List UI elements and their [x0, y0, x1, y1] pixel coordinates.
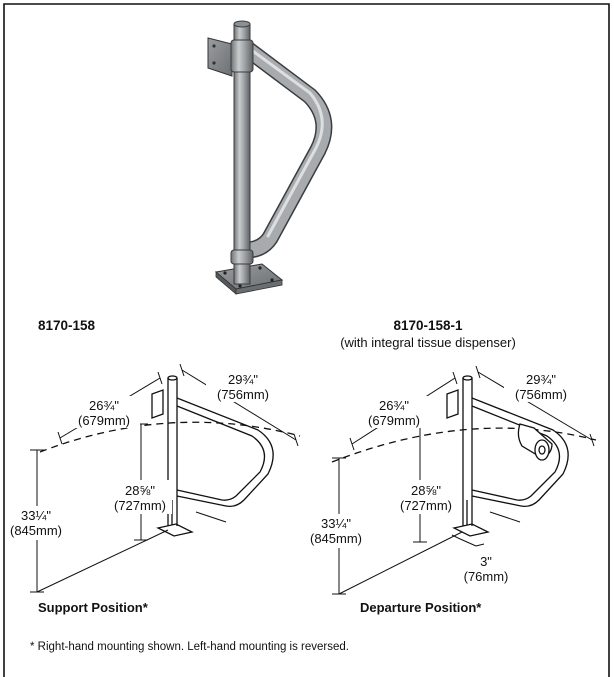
left-dim-overall-mm: (845mm): [10, 523, 62, 538]
right-dim-overall-in: 33¼": [321, 516, 351, 531]
right-line-drawing: [331, 375, 597, 537]
right-caption: Departure Position*: [360, 600, 482, 615]
right-dim-height-mm: (727mm): [400, 498, 452, 513]
left-model-number: 8170-158: [38, 318, 96, 333]
left-dim-length-in: 29¾": [228, 372, 258, 387]
page-border: [3, 3, 610, 677]
right-dim-length-mm: (756mm): [515, 387, 567, 402]
right-dim-offset-mm: (76mm): [464, 569, 509, 584]
right-model-number: 8170-158-1: [393, 318, 463, 333]
left-dim-height-in: 28⅝": [125, 483, 155, 498]
right-dim-length-in: 29¾": [526, 372, 556, 387]
left-dim-length-mm: (756mm): [217, 387, 269, 402]
left-dim-height-mm: (727mm): [114, 498, 166, 513]
left-caption: Support Position*: [38, 600, 149, 615]
right-dimension-labels: 26¾" (679mm) 29¾" (756mm) 28⅝" (727mm) 3…: [304, 370, 578, 584]
left-dim-depth-mm: (679mm): [78, 413, 130, 428]
right-dim-offset-in: 3": [480, 554, 492, 569]
right-model-subtitle: (with integral tissue dispenser): [340, 335, 516, 350]
right-dim-depth-in: 26¾": [379, 398, 409, 413]
right-dim-height-in: 28⅝": [411, 483, 441, 498]
footnote: * Right-hand mounting shown. Left-hand m…: [30, 641, 349, 653]
left-dim-depth-in: 26¾": [89, 398, 119, 413]
right-dim-depth-mm: (679mm): [368, 413, 420, 428]
left-dim-overall-in: 33¼": [21, 508, 51, 523]
product-illustration: [207, 20, 333, 295]
left-dimension-labels: 26¾" (679mm) 29¾" (756mm) 28⅝" (727mm) 3…: [8, 370, 280, 540]
right-dim-overall-mm: (845mm): [310, 531, 362, 546]
